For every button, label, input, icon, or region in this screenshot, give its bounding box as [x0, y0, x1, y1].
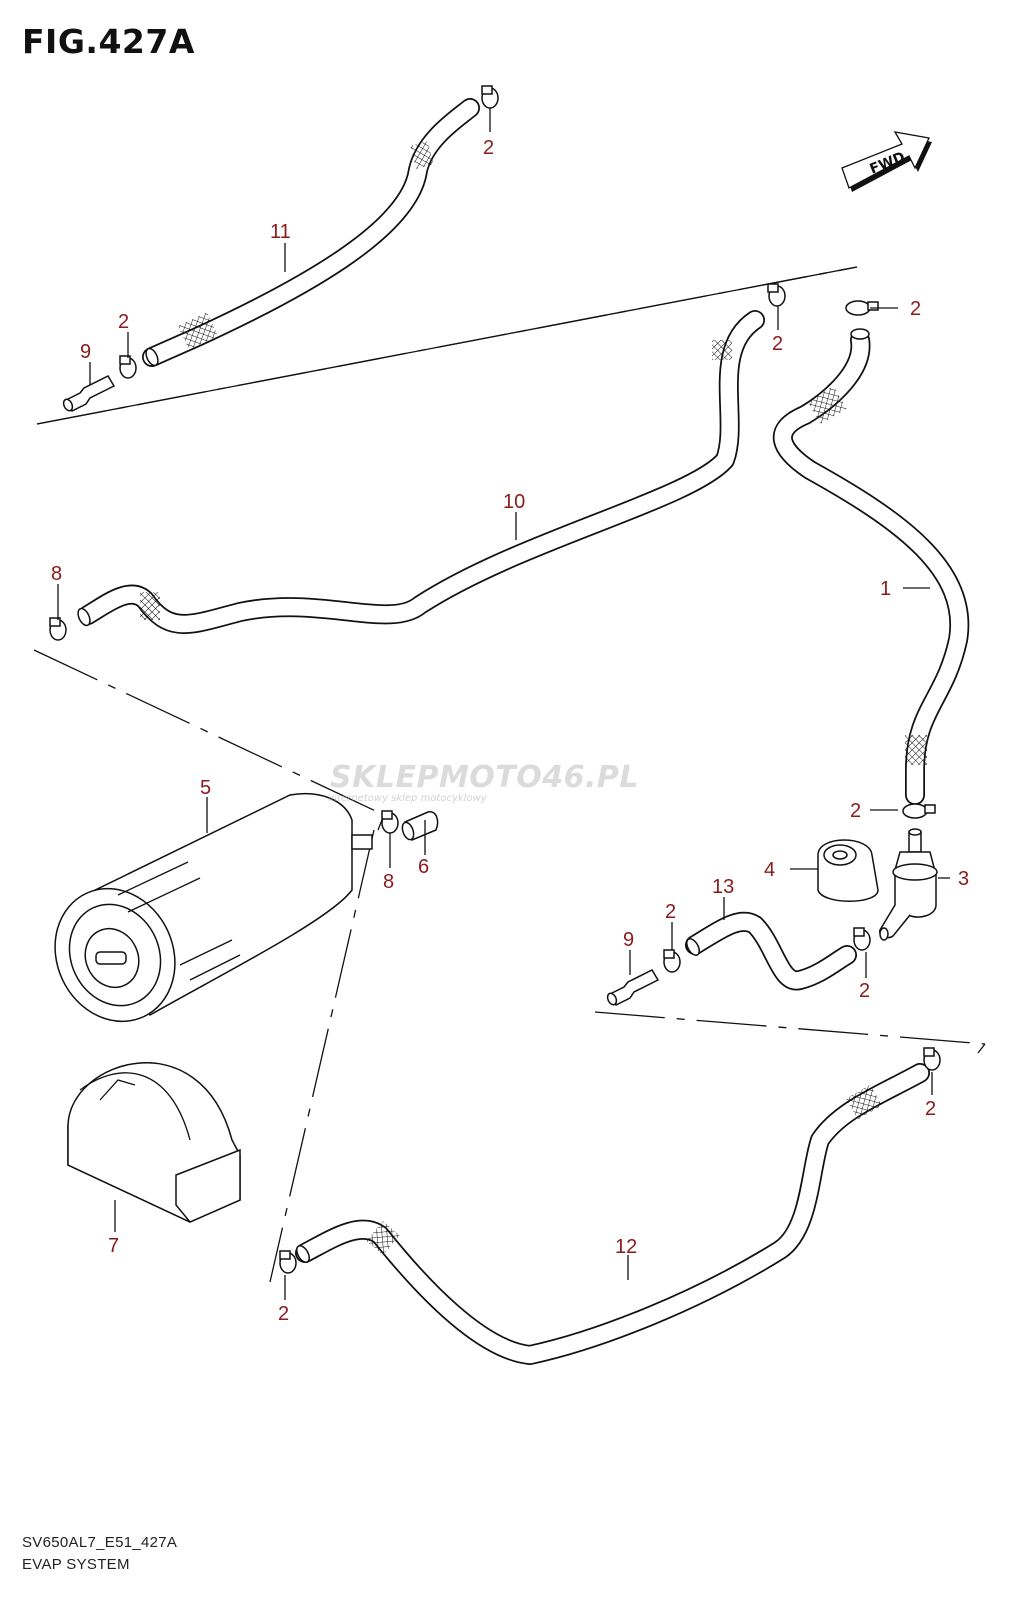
callout-10: 10	[503, 491, 525, 513]
valve-3	[879, 828, 938, 941]
hose-1	[773, 328, 970, 805]
clamp-icon	[381, 810, 399, 834]
callout-5: 5	[200, 777, 211, 799]
clamp-icon	[923, 1047, 941, 1071]
callout-8: 8	[383, 871, 394, 893]
callout-9: 9	[623, 929, 634, 951]
leader-lines	[57, 108, 950, 1300]
callout-3: 3	[958, 868, 969, 890]
clamp-icon	[853, 927, 871, 951]
hose-11	[142, 98, 480, 367]
fwd-arrow-icon	[841, 131, 932, 192]
callout-2: 2	[910, 298, 921, 320]
clamp-icon	[481, 85, 499, 109]
callout-2: 2	[278, 1303, 289, 1325]
callout-13: 13	[712, 876, 734, 898]
clamp-icon	[49, 617, 67, 641]
callout-2: 2	[665, 901, 676, 923]
holder-7	[67, 1062, 241, 1223]
hose-13	[685, 911, 857, 991]
clamp-icon	[663, 949, 681, 973]
callout-9: 9	[80, 341, 91, 363]
callout-2: 2	[925, 1098, 936, 1120]
watermark-logo: SKLEPMOTO46.PL	[330, 760, 640, 795]
figure-title: FIG.427A	[22, 22, 195, 61]
callout-7: 7	[108, 1235, 119, 1257]
callout-2: 2	[772, 333, 783, 355]
callout-6: 6	[418, 856, 429, 878]
callout-4: 4	[764, 859, 775, 881]
callout-1: 1	[880, 578, 891, 600]
callout-2: 2	[483, 137, 494, 159]
callouts: 2 11 2 9 2 2 10 8 1 5 2 4 3 8 6 13 2 9 2…	[51, 137, 969, 1325]
callout-2: 2	[850, 800, 861, 822]
callout-8: 8	[51, 563, 62, 585]
figure-code: SV650AL7_E51_427A	[22, 1534, 178, 1551]
pipe-6	[401, 811, 439, 841]
clamp-icon	[279, 1250, 297, 1274]
clamp-icon	[767, 283, 786, 307]
fitting-9-upper	[62, 375, 116, 412]
callout-12: 12	[615, 1236, 637, 1258]
callout-2: 2	[859, 980, 870, 1002]
watermark-tagline: internetowy sklep motocyklowy	[328, 793, 487, 804]
clamp-icon	[119, 355, 137, 379]
bracket-4	[817, 839, 879, 902]
figure-name: EVAP SYSTEM	[22, 1556, 130, 1573]
canister-5	[54, 793, 373, 1023]
callout-11: 11	[270, 221, 291, 243]
hose-10	[77, 310, 765, 634]
clamp-icon	[902, 803, 936, 819]
hose-12	[295, 1063, 930, 1365]
callout-2: 2	[118, 311, 129, 333]
fitting-9-lower	[606, 969, 660, 1006]
connection-lines	[33, 266, 986, 1283]
